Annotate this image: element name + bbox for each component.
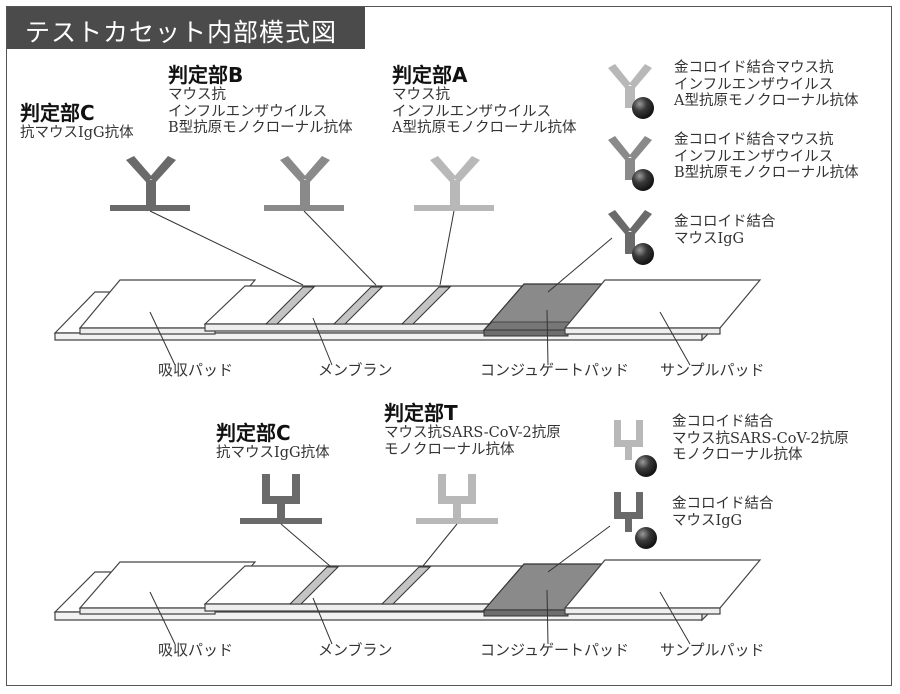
bottom-conjugate-1-icon: [614, 420, 657, 477]
top-zone-a-line-1: マウス抗: [392, 87, 450, 103]
top-conjugate-1-line-2: インフルエンザウイルス: [674, 76, 834, 93]
top-line-b: [332, 286, 384, 325]
top-part-sample-pad: サンプルパッド: [660, 361, 765, 379]
bottom-conjugate-2-line-1: 金コロイド結合: [672, 496, 774, 512]
top-zone-a-antibody: [414, 156, 494, 211]
top-conjugate-3-icon: [608, 210, 654, 265]
bottom-part-conjugate-pad: コンジュゲートパッド: [480, 641, 629, 659]
bottom-strip: [53, 559, 762, 622]
top-control-line: [264, 286, 316, 325]
top-zone-c-heading: 判定部C: [20, 101, 95, 125]
top-conjugate-1-line-3: A型抗原モノクローナル抗体: [674, 93, 859, 110]
bottom-zone-c-label: 判定部C 抗マウスIgG抗体: [216, 422, 330, 462]
top-conjugate-2-icon: [608, 136, 654, 191]
top-line-a: [400, 286, 452, 325]
top-conjugate-2-line-1: 金コロイド結合マウス抗: [674, 132, 834, 148]
diagram-title: テストカセット内部模式図: [25, 18, 338, 47]
bottom-control-line: [288, 566, 340, 605]
bottom-conjugate-1-label: 金コロイド結合 マウス抗SARS-CoV-2抗原 モノクローナル抗体: [672, 414, 849, 464]
top-conjugate-1-label: 金コロイド結合マウス抗 インフルエンザウイルス A型抗原モノクローナル抗体: [674, 60, 858, 110]
top-zone-b-antibody: [264, 156, 344, 211]
diagram-frame: [6, 6, 892, 686]
top-zone-b-line-3: B型抗原モノクローナル抗体: [168, 120, 353, 137]
bottom-zone-c-heading: 判定部C: [216, 421, 291, 445]
top-part-absorbent-pad: 吸収パッド: [158, 361, 234, 379]
top-zone-a-line-3: A型抗原モノクローナル抗体: [392, 120, 577, 137]
top-zone-a-label: 判定部A マウス抗 インフルエンザウイルス A型抗原モノクローナル抗体: [392, 64, 576, 137]
bottom-leader-lines: [149, 523, 691, 645]
top-zone-b-heading: 判定部B: [168, 63, 244, 87]
top-conjugate-3-label: 金コロイド結合 マウスIgG: [674, 214, 776, 247]
bottom-test-line: [380, 566, 432, 605]
bottom-zone-t-line-1: マウス抗SARS-CoV-2抗原: [384, 425, 561, 441]
bottom-conjugate-1-line-3: モノクローナル抗体: [672, 447, 803, 464]
top-part-conjugate-pad: コンジュゲートパッド: [480, 361, 629, 379]
bottom-conjugate-1-line-1: 金コロイド結合: [672, 414, 774, 430]
bottom-conjugate-2-label: 金コロイド結合 マウスIgG: [672, 496, 774, 529]
bottom-membrane: [203, 565, 532, 605]
bottom-conjugate-1-line-2: マウス抗SARS-CoV-2抗原: [672, 430, 849, 447]
bottom-part-absorbent-pad: 吸収パッド: [158, 641, 234, 659]
title-bar: テストカセット内部模式図: [7, 7, 365, 49]
top-zone-a-line-2: インフルエンザウイルス: [392, 103, 552, 120]
bottom-part-membrane: メンブラン: [318, 641, 393, 659]
top-zone-c-antibody: [110, 156, 190, 211]
top-zone-c-label: 判定部C 抗マウスIgG抗体: [20, 102, 134, 142]
top-conjugate-3-line-1: 金コロイド結合: [674, 214, 776, 230]
bottom-zone-t-label: 判定部T マウス抗SARS-CoV-2抗原 モノクローナル抗体: [384, 402, 561, 458]
top-part-membrane: メンブラン: [318, 361, 393, 379]
top-conjugate-2-label: 金コロイド結合マウス抗 インフルエンザウイルス B型抗原モノクローナル抗体: [674, 132, 859, 182]
top-strip: [53, 279, 762, 342]
bottom-zone-t-line-2: モノクローナル抗体: [384, 441, 515, 458]
top-conjugate-3-line-2: マウスIgG: [674, 230, 745, 247]
bottom-zone-c-antibody: [240, 474, 322, 524]
bottom-conjugate-2-line-2: マウスIgG: [672, 512, 743, 529]
top-zone-c-line-1: 抗マウスIgG抗体: [20, 125, 134, 141]
top-zone-a-heading: 判定部A: [392, 63, 468, 87]
bottom-part-sample-pad: サンプルパッド: [660, 641, 765, 659]
top-conjugate-2-line-3: B型抗原モノクローナル抗体: [674, 165, 859, 182]
top-zone-b-line-1: マウス抗: [168, 87, 226, 103]
bottom-zone-t-heading: 判定部T: [384, 401, 458, 425]
top-zone-b-label: 判定部B マウス抗 インフルエンザウイルス B型抗原モノクローナル抗体: [168, 64, 353, 137]
top-zone-b-line-2: インフルエンザウイルス: [168, 103, 328, 120]
bottom-zone-t-antibody: [416, 474, 498, 524]
top-conjugate-2-line-2: インフルエンザウイルス: [674, 148, 834, 165]
top-conjugate-1-line-1: 金コロイド結合マウス抗: [674, 60, 834, 76]
bottom-conjugate-2-icon: [614, 492, 657, 549]
top-conjugate-1-icon: [608, 64, 654, 119]
top-leader-lines: [149, 210, 691, 366]
bottom-zone-c-line-1: 抗マウスIgG抗体: [216, 445, 330, 461]
